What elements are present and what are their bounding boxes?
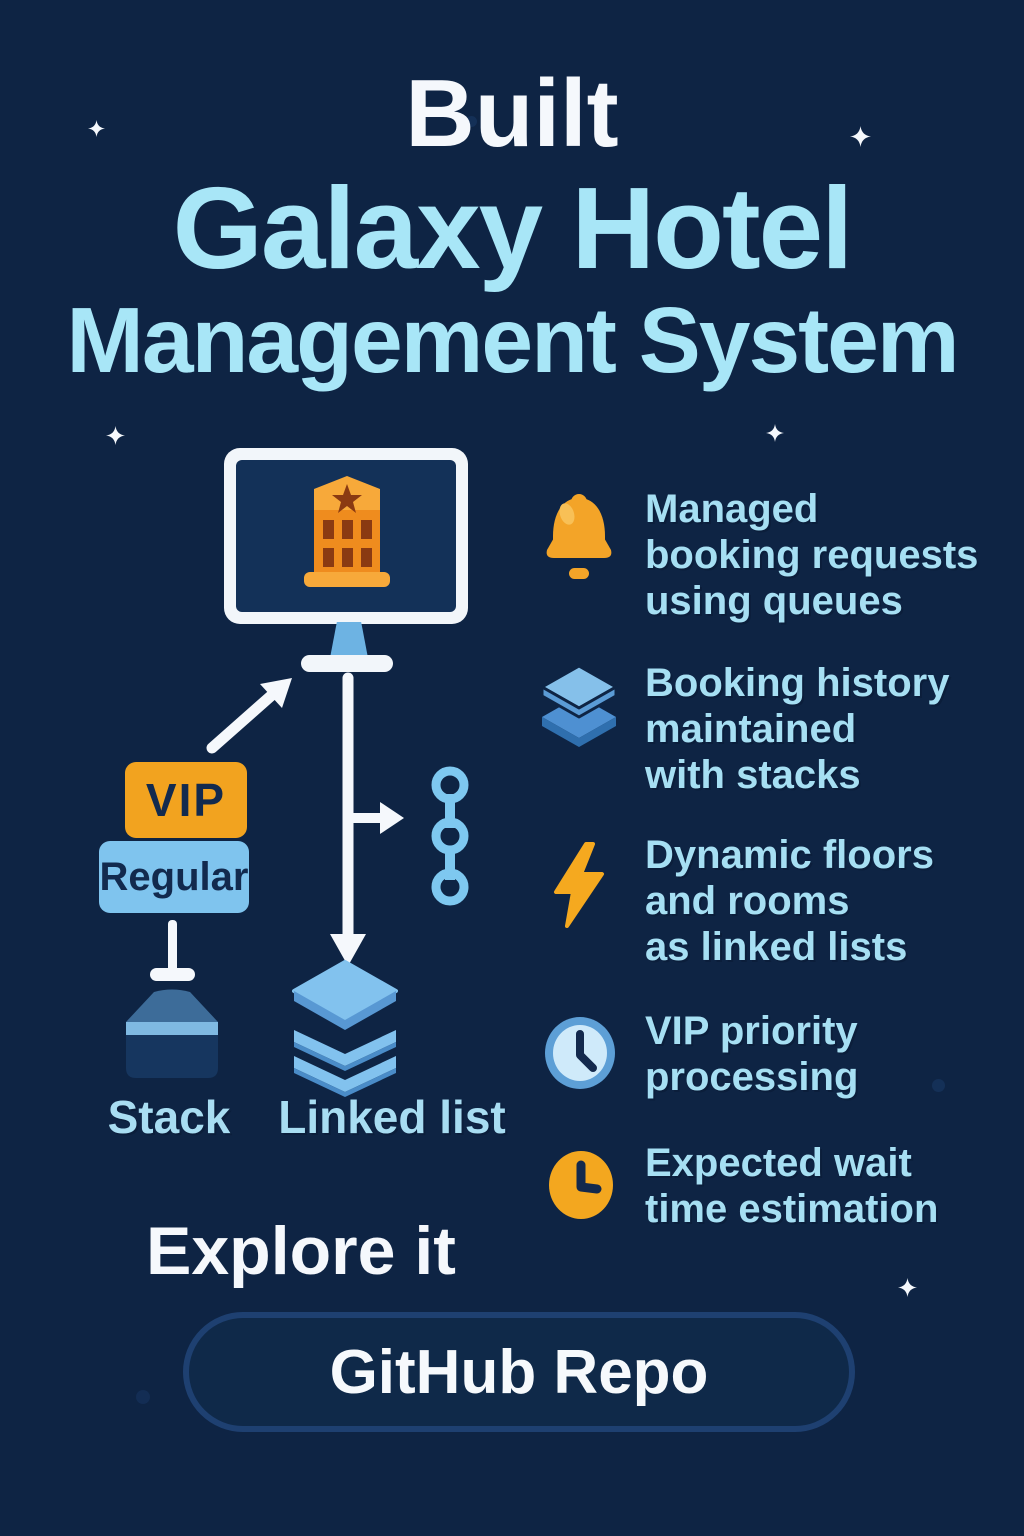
clock-orange-icon (549, 1151, 613, 1219)
feature-line: using queues (645, 579, 903, 623)
title-management-system: Management System (66, 288, 959, 392)
feature-line: time estimation (645, 1187, 939, 1231)
feature-line: processing (645, 1055, 859, 1099)
github-repo-button[interactable]: GitHub Repo (183, 1312, 855, 1432)
feature-line: as linked lists (645, 925, 908, 969)
monitor-base (301, 655, 393, 672)
lightning-icon (554, 842, 604, 928)
title-built: Built (405, 60, 619, 167)
linked-list-layers-icon (292, 960, 398, 1097)
sparkle-icon (898, 1278, 917, 1297)
linked-list-label: Linked list (278, 1091, 506, 1143)
feature-vip-priority: VIP priority processing (645, 1008, 858, 1100)
stack-label: Stack (107, 1091, 231, 1143)
github-repo-label: GitHub Repo (329, 1337, 709, 1407)
space-dot (466, 116, 477, 127)
feature-linked-lists: Dynamic floors and rooms as linked lists (645, 832, 934, 970)
feature-line: and rooms (645, 879, 850, 923)
feature-queues: Managed booking requests using queues (645, 486, 978, 624)
bell-icon (546, 494, 612, 579)
feature-line: with stacks (645, 753, 861, 797)
feature-line: Dynamic floors (645, 833, 934, 877)
push-pointer-icon (168, 920, 177, 974)
monitor-stand (330, 622, 368, 658)
push-pointer-bar (150, 968, 195, 981)
feature-line: booking requests (645, 533, 979, 577)
feature-line: VIP priority (645, 1009, 858, 1053)
vip-label: VIP (145, 774, 227, 826)
stack-icon (126, 989, 218, 1078)
sparkle-icon (766, 424, 784, 442)
explore-it-text: Explore it (146, 1213, 456, 1289)
sparkle-icon (88, 120, 105, 137)
sparkle-icon (106, 426, 125, 445)
feature-line: Managed (645, 487, 819, 531)
sparkle-icon (850, 126, 871, 147)
linked-nodes-icon (431, 766, 469, 906)
feature-wait-time: Expected wait time estimation (645, 1140, 938, 1232)
hotel-building-icon (304, 476, 390, 587)
feature-stacks: Booking history maintained with stacks (645, 660, 949, 798)
vip-box: VIP (125, 762, 247, 838)
stack-layers-icon (540, 664, 618, 747)
title-galaxy-hotel: Galaxy Hotel (172, 163, 854, 293)
regular-box: Regular (99, 841, 249, 913)
clock-blue-icon (545, 1017, 615, 1089)
space-dot (136, 1390, 150, 1404)
space-dot (932, 1079, 945, 1092)
feature-line: Booking history (645, 661, 950, 705)
regular-label: Regular (99, 854, 249, 899)
feature-line: maintained (645, 707, 857, 751)
feature-line: Expected wait (645, 1141, 912, 1185)
